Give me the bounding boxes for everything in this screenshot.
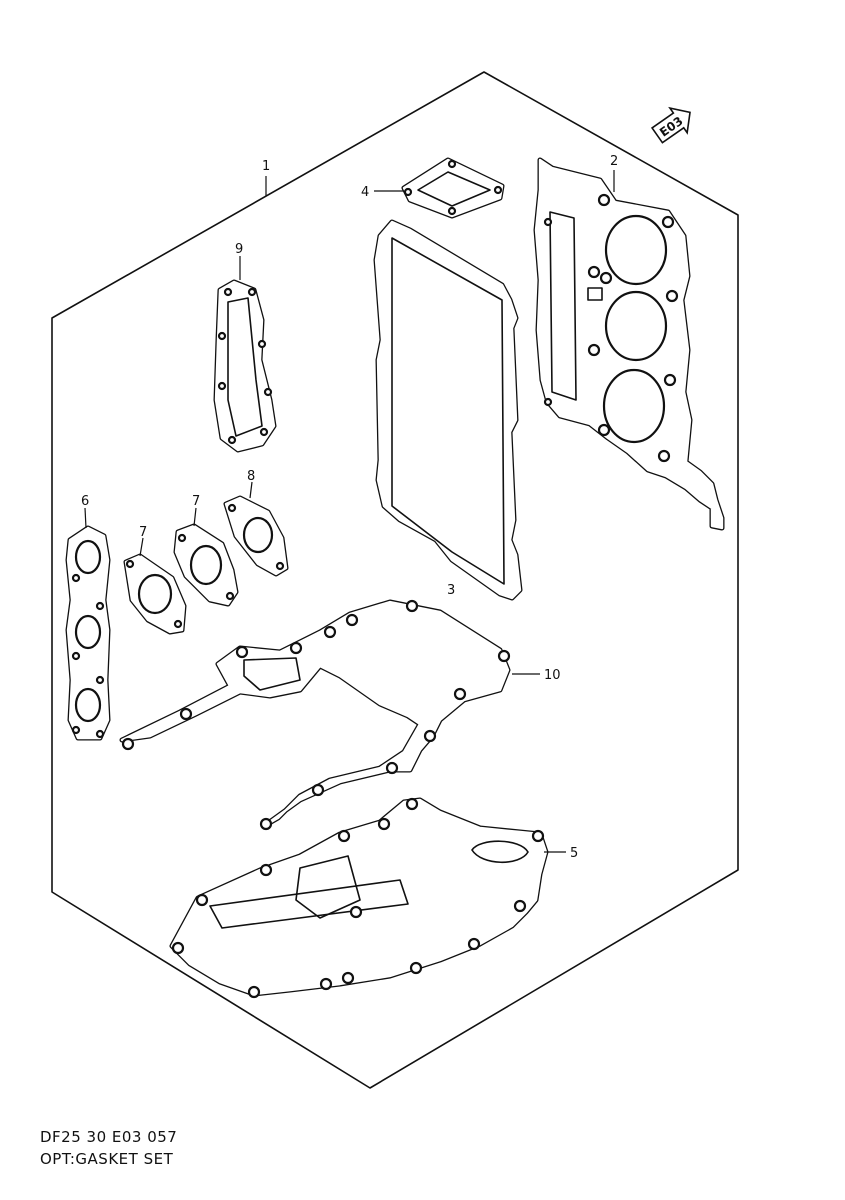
callout-3: 3: [447, 583, 455, 598]
part-5-bottom-gasket: [169, 797, 549, 999]
part-7b-oval-gasket: [173, 523, 239, 607]
callout-5: 5: [570, 846, 578, 861]
part-6-exhaust-gasket: [65, 525, 111, 741]
callout-7b: 7: [192, 494, 200, 509]
callout-9: 9: [235, 242, 243, 257]
part-4-flange-gasket: [401, 157, 505, 219]
callout-10: 10: [544, 668, 561, 683]
part-8-oval-gasket: [223, 495, 289, 577]
callout-8: 8: [247, 469, 255, 484]
destination-badge: E03: [650, 106, 691, 144]
callout-1: 1: [262, 159, 270, 174]
part-3-cover-gasket: [373, 219, 523, 601]
part-9-water-cover-gasket: [213, 279, 277, 453]
diagram-title: OPT:GASKET SET: [40, 1150, 174, 1168]
kit-outline: [51, 71, 739, 1089]
callout-4: 4: [361, 185, 369, 200]
diagram-code: DF25 30 E03 057: [40, 1128, 178, 1146]
part-2-head-gasket: [533, 157, 725, 531]
callout-7a: 7: [139, 525, 147, 540]
part-7a-oval-gasket: [123, 553, 187, 635]
callout-6: 6: [81, 494, 89, 509]
part-10-cover-gasket: [119, 599, 511, 831]
callout-2: 2: [610, 154, 618, 169]
